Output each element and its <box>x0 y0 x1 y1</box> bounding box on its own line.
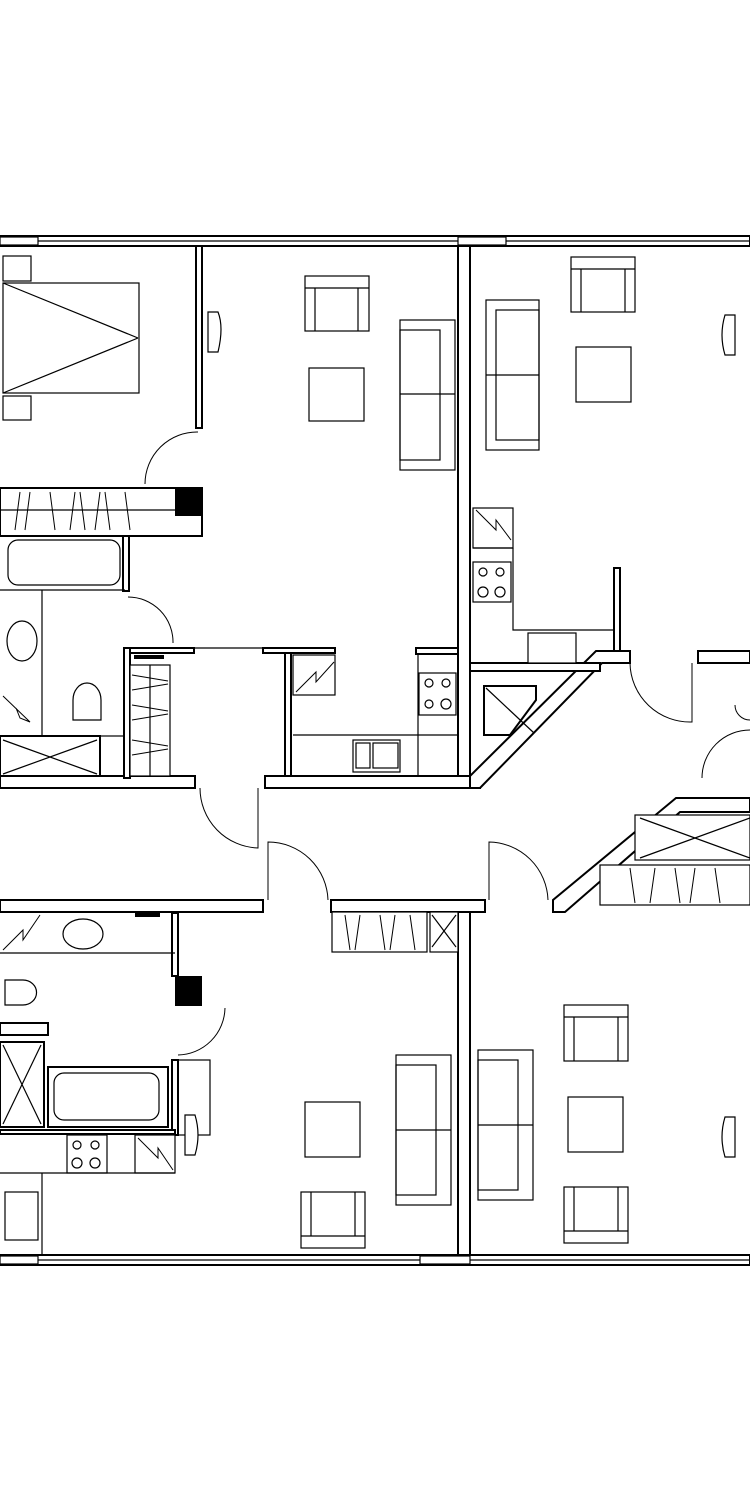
exterior-wall-bottom <box>0 1254 750 1266</box>
stair-wall <box>552 797 750 913</box>
door-swing <box>144 431 199 485</box>
sink <box>62 918 104 950</box>
armchair <box>304 275 370 332</box>
bathtub <box>7 539 121 586</box>
kitchen-sink <box>4 1191 39 1241</box>
sink <box>6 620 38 662</box>
kitchen-sink <box>352 739 401 773</box>
wardrobe <box>331 911 459 953</box>
sofa <box>399 319 456 471</box>
kitchen <box>262 647 459 777</box>
window-hatch <box>0 236 39 246</box>
wall-lamp <box>207 311 222 353</box>
door-swing <box>629 662 693 723</box>
sofa <box>395 1054 452 1206</box>
table <box>575 346 632 403</box>
table <box>308 367 365 422</box>
partition-wall <box>195 245 203 429</box>
door-swing <box>177 1007 226 1056</box>
unit-bottom-right <box>477 1004 736 1244</box>
wall-lamp <box>721 1116 736 1158</box>
armchair <box>563 1004 629 1062</box>
closet <box>123 647 195 779</box>
armchair <box>300 1191 366 1249</box>
armchair <box>563 1186 629 1244</box>
sofa <box>477 1049 534 1201</box>
water-heater <box>2 914 41 951</box>
sofa <box>485 299 540 451</box>
toilet <box>4 979 38 1006</box>
table <box>304 1101 361 1158</box>
water-heater <box>2 695 31 723</box>
wall-lamp <box>721 314 736 356</box>
stove <box>66 1134 108 1174</box>
door-swing <box>127 596 174 644</box>
exterior-wall-top <box>0 235 750 247</box>
shower <box>0 735 101 777</box>
unit-top-left <box>0 245 631 849</box>
wardrobe <box>599 814 750 906</box>
bathtub <box>53 1072 160 1121</box>
toilet <box>72 682 102 721</box>
kitchen-sink <box>527 632 577 664</box>
door-swing <box>267 841 329 901</box>
stove <box>418 672 457 716</box>
door-swing <box>199 787 259 849</box>
window-hatch <box>457 236 507 246</box>
bed <box>2 255 140 421</box>
door-swing <box>701 729 750 779</box>
table <box>567 1096 624 1153</box>
armchair <box>570 256 636 313</box>
stove <box>472 561 512 603</box>
water-heater <box>475 509 512 541</box>
unit-bottom-left <box>0 841 549 1256</box>
door-swing <box>488 841 549 901</box>
unit-top-right <box>469 256 750 779</box>
wardrobe <box>0 487 203 537</box>
wall-lamp <box>184 1114 199 1156</box>
shower <box>0 1041 45 1128</box>
